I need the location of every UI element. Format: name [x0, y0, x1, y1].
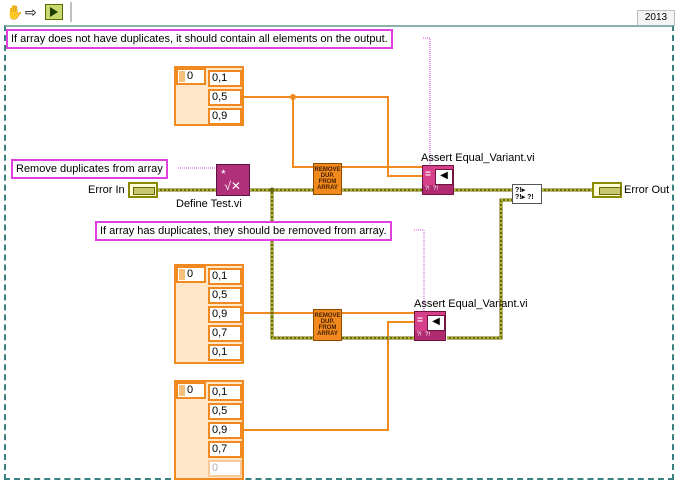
equals-icon: =: [417, 315, 423, 326]
assert-footer: ?! ?!: [415, 331, 445, 340]
equals-icon: =: [425, 169, 431, 180]
speaker-icon: ◀: [435, 169, 453, 185]
error-out-label: Error Out: [624, 184, 670, 196]
error-cluster-icon: [133, 187, 155, 195]
merge-errors-icon: ?!▸?!▸ ?!: [515, 187, 534, 201]
operate-hand-icon[interactable]: ✋: [6, 4, 24, 20]
error-cluster-icon: [599, 187, 621, 195]
array-element[interactable]: 0,9: [208, 108, 242, 125]
remove-duplicates-vi-1[interactable]: REMOVE DUP. FROM ARRAY: [313, 163, 342, 195]
assert-equal-vi-2[interactable]: = ◀ ?! ?!: [414, 311, 446, 341]
index-spinner-icon[interactable]: [179, 269, 185, 280]
speaker-icon: ◀: [427, 315, 445, 331]
run-icon[interactable]: [45, 4, 63, 20]
toolbar-separator: [70, 2, 72, 22]
array-element[interactable]: 0,5: [208, 287, 242, 304]
comment-has-duplicates: If array has duplicates, they should be …: [95, 221, 392, 241]
assert-footer: ?! ?!: [423, 185, 453, 194]
error-out-terminal[interactable]: [592, 182, 622, 198]
diagram-frame: [4, 25, 674, 480]
merge-errors-node[interactable]: ?!▸?!▸ ?!: [512, 184, 542, 204]
remove-duplicates-vi-2[interactable]: REMOVE DUP. FROM ARRAY: [313, 309, 342, 341]
array-index-2[interactable]: 0: [176, 266, 206, 283]
array-element[interactable]: 0,1: [208, 344, 242, 361]
define-test-vi[interactable]: * √✕: [216, 164, 250, 196]
define-test-label: Define Test.vi: [176, 198, 242, 210]
array-index-1[interactable]: 0: [176, 68, 206, 85]
array-element[interactable]: 0,9: [208, 306, 242, 323]
array-element[interactable]: 0,7: [208, 325, 242, 342]
array-element[interactable]: 0,5: [208, 89, 242, 106]
assert-equal-vi-1[interactable]: = ◀ ?! ?!: [422, 165, 454, 195]
index-spinner-icon[interactable]: [179, 71, 185, 82]
array-element[interactable]: 0,1: [208, 70, 242, 87]
array-index-3[interactable]: 0: [176, 382, 206, 399]
assert-equal-label-1: Assert Equal_Variant.vi: [421, 152, 535, 164]
index-spinner-icon[interactable]: [179, 385, 185, 396]
array-element[interactable]: 0,1: [208, 268, 242, 285]
array-element[interactable]: 0,7: [208, 441, 242, 458]
array-element[interactable]: 0,5: [208, 403, 242, 420]
array-element-empty[interactable]: 0: [208, 460, 242, 477]
error-in-terminal[interactable]: [128, 182, 158, 198]
comment-no-duplicates: If array does not have duplicates, it sh…: [6, 29, 393, 49]
array-element[interactable]: 0,9: [208, 422, 242, 439]
comment-test-name: Remove duplicates from array: [11, 159, 168, 179]
toolbar: ✋ ⇨: [0, 0, 678, 24]
define-test-icon: * √✕: [221, 167, 241, 193]
arrow-right-icon[interactable]: ⇨: [25, 4, 37, 20]
error-in-label: Error In: [88, 184, 125, 196]
assert-equal-label-2: Assert Equal_Variant.vi: [414, 298, 528, 310]
array-element[interactable]: 0,1: [208, 384, 242, 401]
